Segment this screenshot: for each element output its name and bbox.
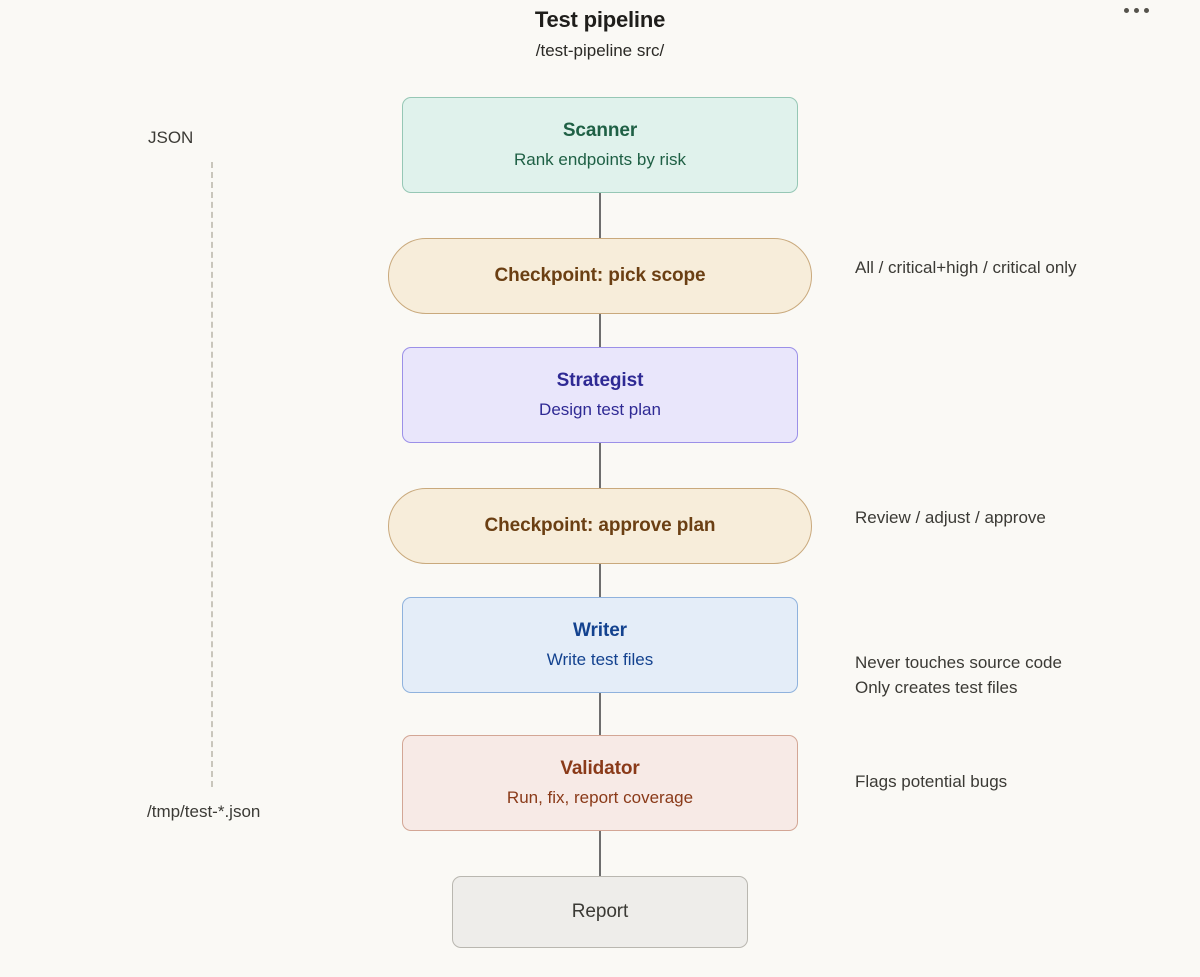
node-validator[interactable]: Validator Run, fix, report coverage (402, 735, 798, 831)
node-checkpoint-approve-plan-title: Checkpoint: approve plan (484, 515, 716, 536)
data-flow-dashed-line (211, 162, 213, 787)
node-strategist-desc: Design test plan (539, 400, 661, 419)
note-validator: Flags potential bugs (855, 772, 1008, 791)
node-scanner[interactable]: Scanner Rank endpoints by risk (402, 97, 798, 193)
more-options-menu-button[interactable] (1118, 0, 1154, 20)
connector-validator-to-report (599, 831, 601, 876)
node-strategist-title: Strategist (556, 370, 644, 391)
note-writer: Never touches source code Only creates t… (855, 653, 1062, 697)
node-scanner-title: Scanner (562, 120, 638, 141)
page-subtitle: /test-pipeline src/ (535, 41, 665, 60)
node-checkpoint-pick-scope-title: Checkpoint: pick scope (494, 265, 706, 286)
kebab-dot-2 (1133, 7, 1139, 13)
node-checkpoint-pick-scope[interactable]: Checkpoint: pick scope (388, 238, 812, 314)
data-file-path-label: /tmp/test-*.json (147, 802, 261, 821)
node-writer-desc: Write test files (546, 650, 654, 669)
data-format-label: JSON (148, 128, 194, 147)
node-scanner-desc: Rank endpoints by risk (514, 150, 686, 169)
connector-checkpoint1-to-strategist (599, 314, 601, 347)
node-writer[interactable]: Writer Write test files (402, 597, 798, 693)
page-title: Test pipeline (534, 7, 666, 32)
node-checkpoint-approve-plan[interactable]: Checkpoint: approve plan (388, 488, 812, 564)
node-validator-desc: Run, fix, report coverage (506, 788, 694, 807)
connector-checkpoint2-to-writer (599, 564, 601, 597)
diagram-header: Test pipeline /test-pipeline src/ (0, 6, 1200, 64)
connector-strategist-to-checkpoint2 (599, 443, 601, 488)
connector-writer-to-validator (599, 693, 601, 735)
kebab-dot-3 (1143, 7, 1149, 13)
node-report[interactable]: Report (452, 876, 748, 948)
connector-scanner-to-checkpoint1 (599, 193, 601, 238)
kebab-dot-1 (1123, 7, 1129, 13)
node-strategist[interactable]: Strategist Design test plan (402, 347, 798, 443)
node-report-title: Report (571, 901, 629, 922)
note-checkpoint-approve-plan: Review / adjust / approve (855, 508, 1046, 527)
node-writer-title: Writer (573, 620, 627, 641)
node-validator-title: Validator (560, 758, 640, 779)
note-checkpoint-pick-scope: All / critical+high / critical only (855, 258, 1077, 277)
